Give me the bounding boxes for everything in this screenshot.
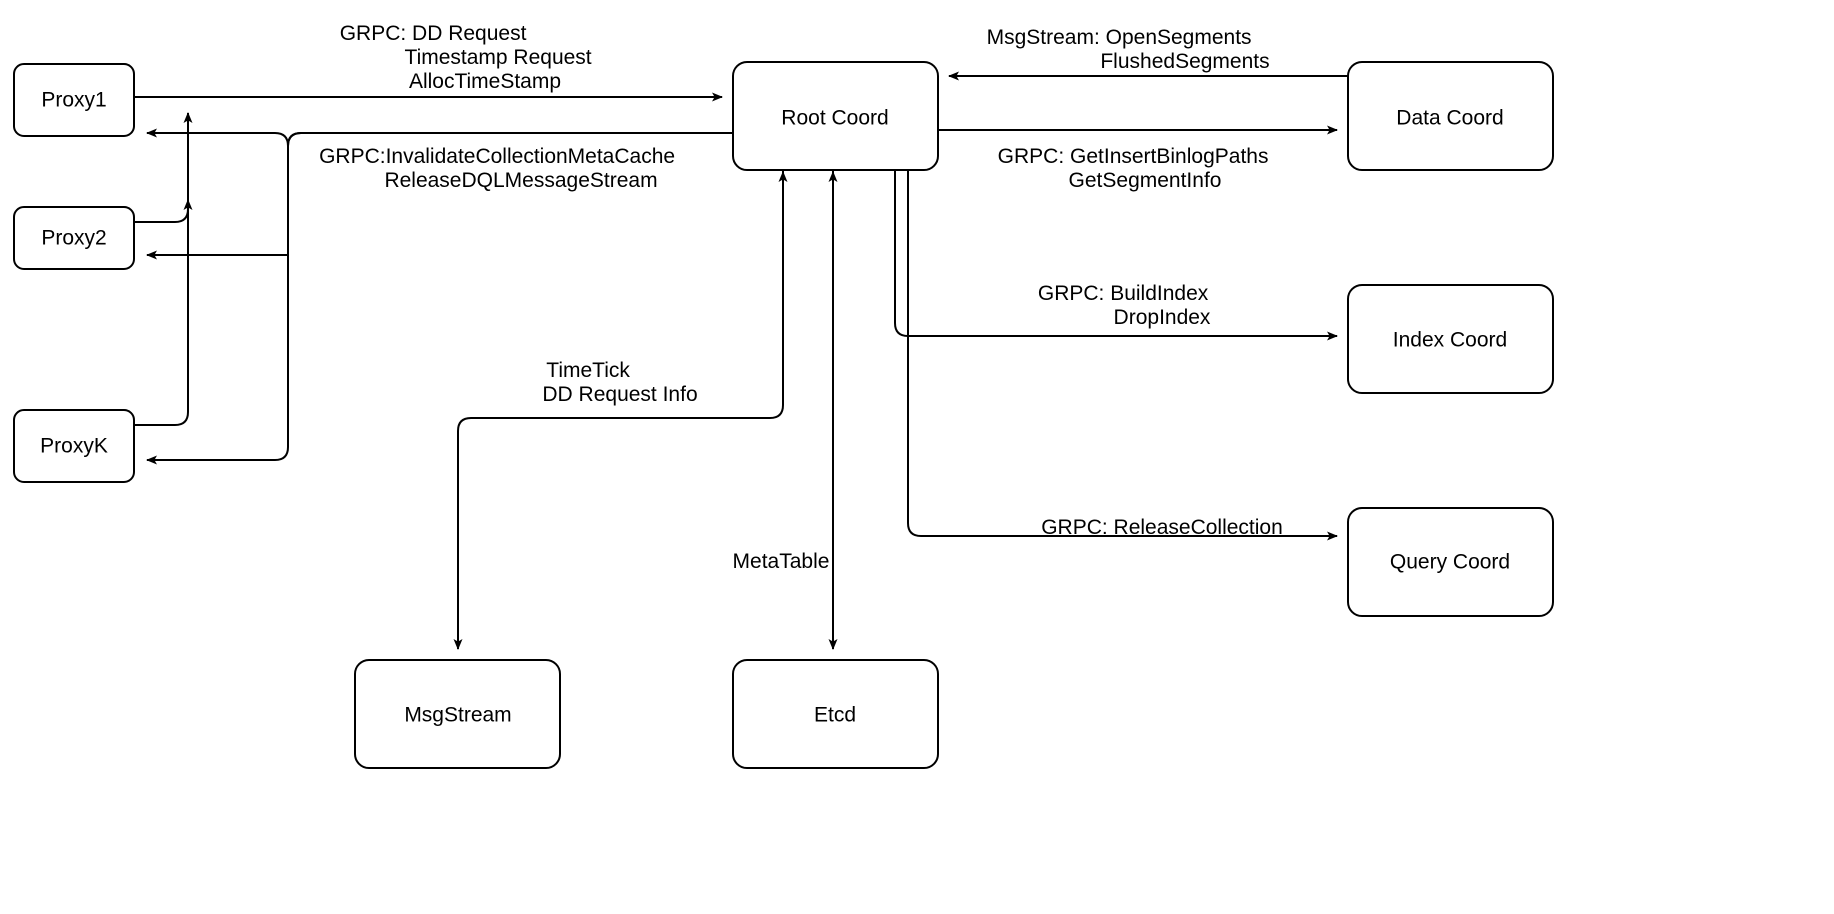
node-msgstream-label: MsgStream	[404, 704, 511, 727]
node-proxy2[interactable]: Proxy2	[13, 206, 135, 270]
node-datacoord-shape[interactable]	[1347, 61, 1554, 171]
node-rootcoord-label: Root Coord	[781, 107, 888, 130]
node-etcd[interactable]: Etcd	[732, 659, 939, 769]
edge-label-datacoord-to-rootcoord: MsgStream: OpenSegments FlushedSegments	[987, 26, 1270, 73]
node-indexcoord-shape[interactable]	[1347, 284, 1554, 394]
node-querycoord[interactable]: Query Coord	[1347, 507, 1554, 617]
nodes-layer: Proxy1 Proxy2 ProxyK Root Coord Data Coo…	[13, 61, 1554, 769]
edge-label-rootcoord-to-proxies: GRPC:InvalidateCollectionMetaCache Relea…	[319, 145, 681, 192]
edge-labels-layer: GRPC: DD Request Timestamp Request Alloc…	[319, 22, 1283, 573]
node-proxy1-label: Proxy1	[41, 89, 106, 112]
node-rootcoord-shape[interactable]	[732, 61, 939, 171]
node-datacoord-label: Data Coord	[1396, 107, 1503, 130]
edge-label-rootcoord-to-indexcoord: GRPC: BuildIndex DropIndex	[1038, 282, 1214, 329]
node-proxy2-shape[interactable]	[13, 206, 135, 270]
node-querycoord-shape[interactable]	[1347, 507, 1554, 617]
edge-label-rootcoord-to-querycoord: GRPC: ReleaseCollection	[1041, 516, 1283, 539]
node-rootcoord[interactable]: Root Coord	[732, 61, 939, 171]
edge-label-rootcoord-to-msgstream: TimeTick DD Request Info	[542, 359, 697, 406]
node-etcd-shape[interactable]	[732, 659, 939, 769]
node-proxyk-label: ProxyK	[40, 435, 108, 458]
node-proxyk[interactable]: ProxyK	[13, 409, 135, 483]
edge-proxyk-uplink	[134, 112, 193, 426]
edge-rootcoord-to-msgstream	[453, 170, 784, 650]
node-proxy1[interactable]: Proxy1	[13, 63, 135, 137]
edges-layer	[134, 71, 1348, 650]
edge-label-rootcoord-to-datacoord: GRPC: GetInsertBinlogPaths GetSegmentInf…	[998, 145, 1275, 192]
node-msgstream-shape[interactable]	[354, 659, 561, 769]
node-indexcoord[interactable]: Index Coord	[1347, 284, 1554, 394]
node-querycoord-label: Query Coord	[1390, 551, 1510, 574]
node-proxy1-shape[interactable]	[13, 63, 135, 137]
node-msgstream[interactable]: MsgStream	[354, 659, 561, 769]
node-datacoord[interactable]: Data Coord	[1347, 61, 1554, 171]
edge-label-rootcoord-to-etcd: MetaTable	[733, 550, 830, 573]
node-proxy2-label: Proxy2	[41, 227, 106, 250]
edge-label-proxy-to-rootcoord: GRPC: DD Request Timestamp Request Alloc…	[340, 22, 598, 93]
edge-rootcoord-return-trunk	[147, 132, 733, 461]
node-indexcoord-label: Index Coord	[1393, 329, 1507, 352]
node-proxyk-shape[interactable]	[13, 409, 135, 483]
edge-proxy2-uplink	[134, 199, 193, 223]
node-etcd-label: Etcd	[814, 704, 856, 727]
edge-rootcoord-to-querycoord	[907, 170, 1338, 541]
